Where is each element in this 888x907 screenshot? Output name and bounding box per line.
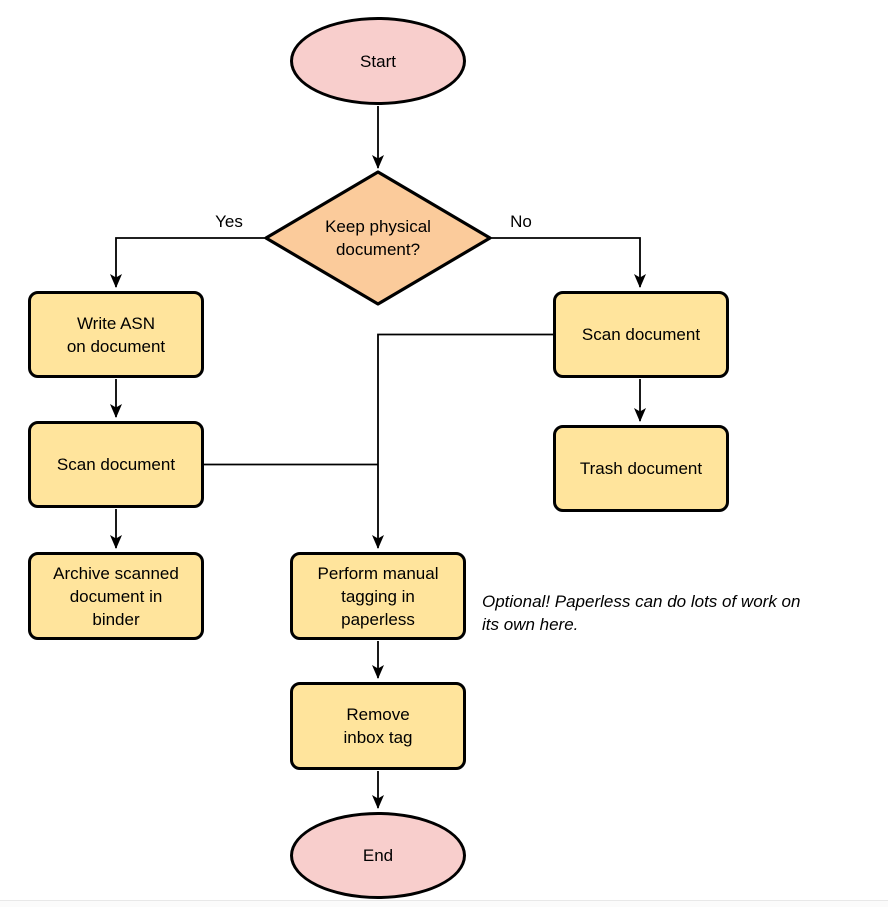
process-archive-binder-label: Archive scanned document in binder (53, 563, 179, 629)
edge-decision-yes (110, 237, 267, 288)
process-trash-document-label: Trash document (579, 459, 703, 478)
start-node: Start (290, 17, 466, 105)
process-manual-tagging: Perform manual tagging in paperless (290, 552, 466, 640)
edge-label-no: No (510, 212, 532, 231)
process-manual-tagging-label: Perform manual tagging in paperless (317, 563, 439, 629)
decision-keep-physical-document: Keep physical document? (290, 215, 466, 261)
process-scan-document-right-label: Scan document (581, 325, 701, 344)
note-optional: Optional! Paperless can do lots of work … (482, 592, 801, 634)
process-scan-document-right: Scan document (553, 291, 729, 378)
start-node-label: Start (360, 51, 396, 71)
process-archive-binder: Archive scanned document in binder (28, 552, 204, 640)
process-trash-document: Trash document (553, 425, 729, 512)
process-remove-inbox-tag-label: Remove inbox tag (343, 705, 413, 747)
edge-scan-right-to-tagging (372, 333, 553, 549)
process-scan-document-left: Scan document (28, 421, 204, 508)
decision-label: Keep physical document? (325, 217, 431, 259)
process-write-asn: Write ASN on document (28, 291, 204, 378)
process-scan-document-left-label: Scan document (56, 455, 176, 474)
end-node-label: End (362, 846, 394, 865)
process-remove-inbox-tag: Remove inbox tag (290, 682, 466, 770)
decision-diamond-shape (264, 170, 492, 306)
edge-decision-no (489, 237, 646, 288)
page-bottom-edge (0, 900, 888, 907)
process-write-asn-label: Write ASN on document (66, 313, 166, 356)
edge-label-yes: Yes (215, 212, 243, 231)
end-node: End (290, 812, 466, 899)
